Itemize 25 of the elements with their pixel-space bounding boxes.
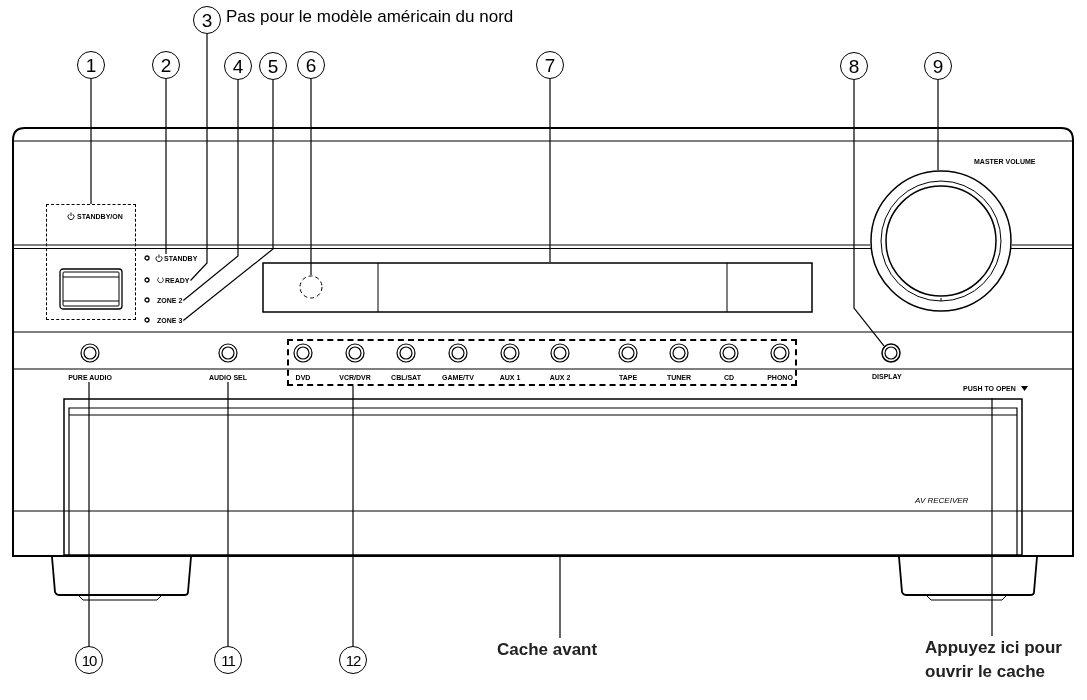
leader-line [853, 79, 885, 347]
leader-line [937, 79, 939, 171]
dashed-group-outline [46, 204, 136, 320]
leader-line [991, 397, 993, 637]
leader-line [182, 79, 274, 322]
leader-line [559, 555, 561, 639]
callout-text: Appuyez ici pour ouvrir le cache [925, 636, 1087, 684]
display-window [262, 262, 813, 313]
callout-text: Cache avant [497, 638, 637, 662]
panel-label: AV RECEIVER [915, 497, 969, 505]
leader-line [90, 78, 92, 205]
leader-line [88, 381, 90, 647]
leader-line [310, 78, 312, 276]
leader-line [227, 381, 229, 647]
volume-knob [870, 170, 1012, 312]
round-button [881, 343, 901, 363]
leader-line [182, 79, 239, 302]
leader-line [189, 33, 208, 282]
note-text: Pas pour le modèle américain du nord [226, 8, 514, 25]
leader-line [549, 78, 551, 263]
leader-line [165, 78, 167, 255]
dashed-group-outline [287, 339, 797, 386]
remote-sensor [299, 275, 323, 299]
front-cover [63, 398, 1023, 556]
leader-line [352, 385, 354, 647]
